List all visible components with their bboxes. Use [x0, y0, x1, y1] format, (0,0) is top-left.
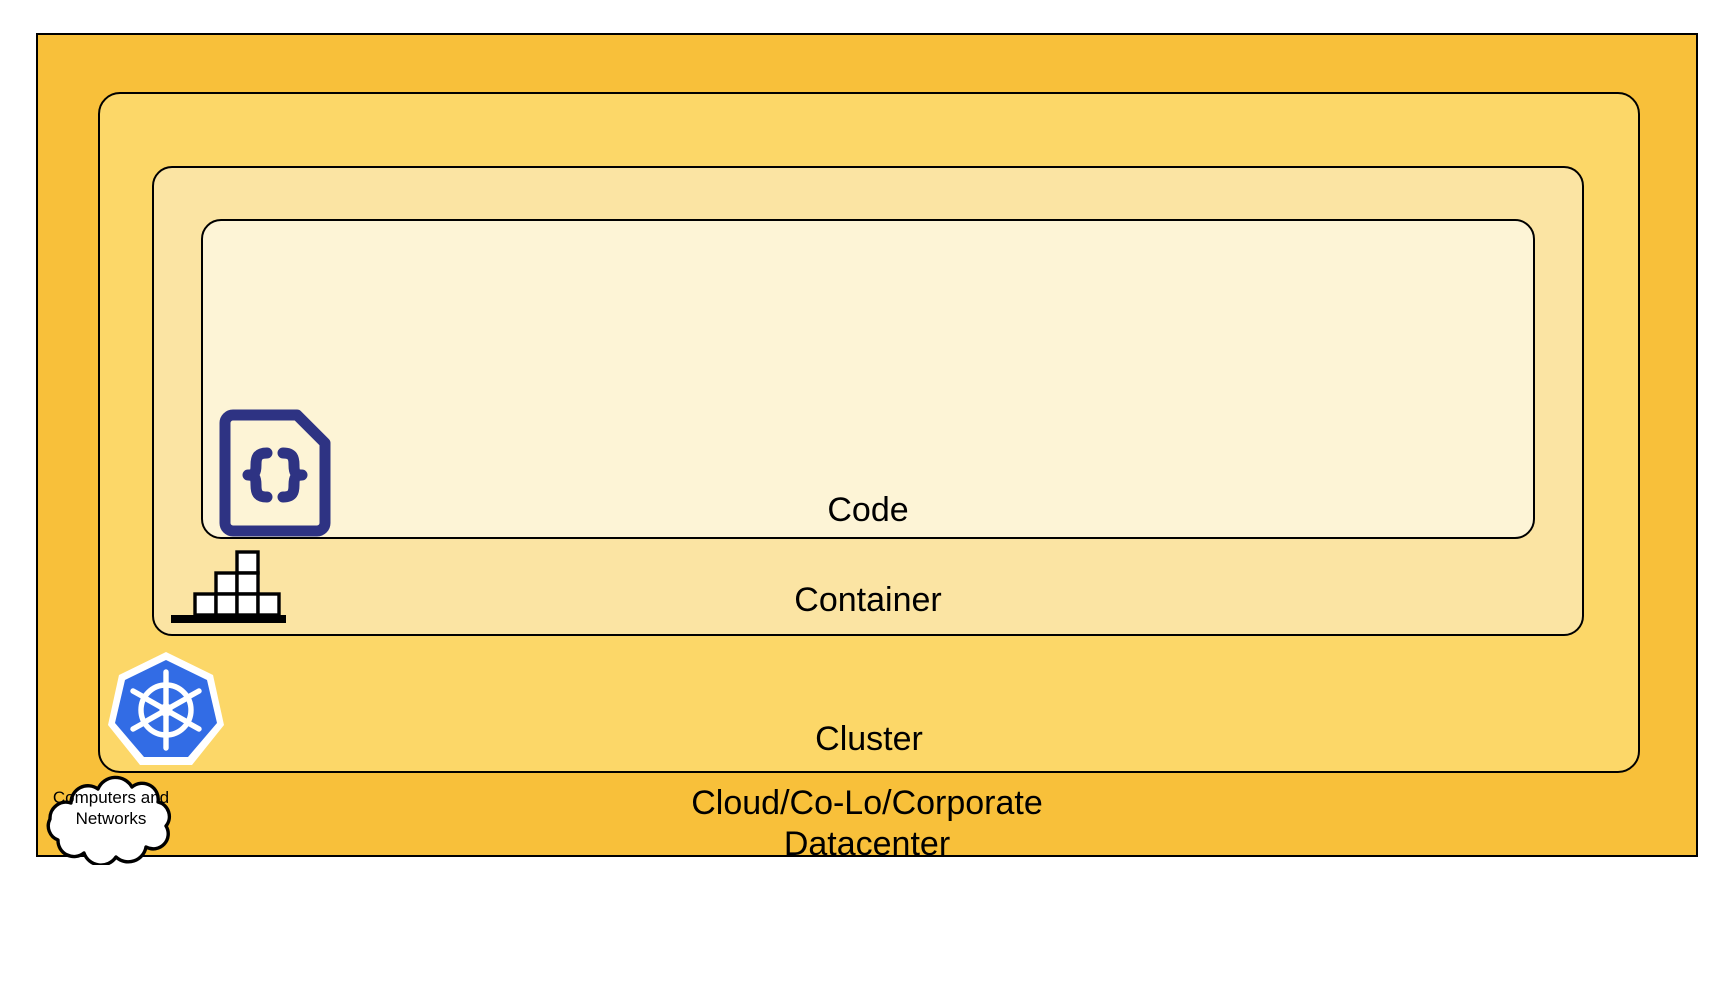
layer-label-datacenter: Cloud/Co-Lo/Corporate Datacenter: [691, 784, 1043, 863]
layer-label-cluster: Cluster: [815, 720, 923, 758]
kubernetes-helm-icon: [108, 650, 224, 768]
container-boxes-icon: [166, 549, 291, 625]
cloud-icon: [38, 773, 184, 865]
layer-label-container: Container: [794, 581, 942, 619]
code-braces-document-icon: [219, 409, 331, 537]
layer-label-code: Code: [827, 491, 909, 529]
layer-code: [201, 219, 1535, 539]
